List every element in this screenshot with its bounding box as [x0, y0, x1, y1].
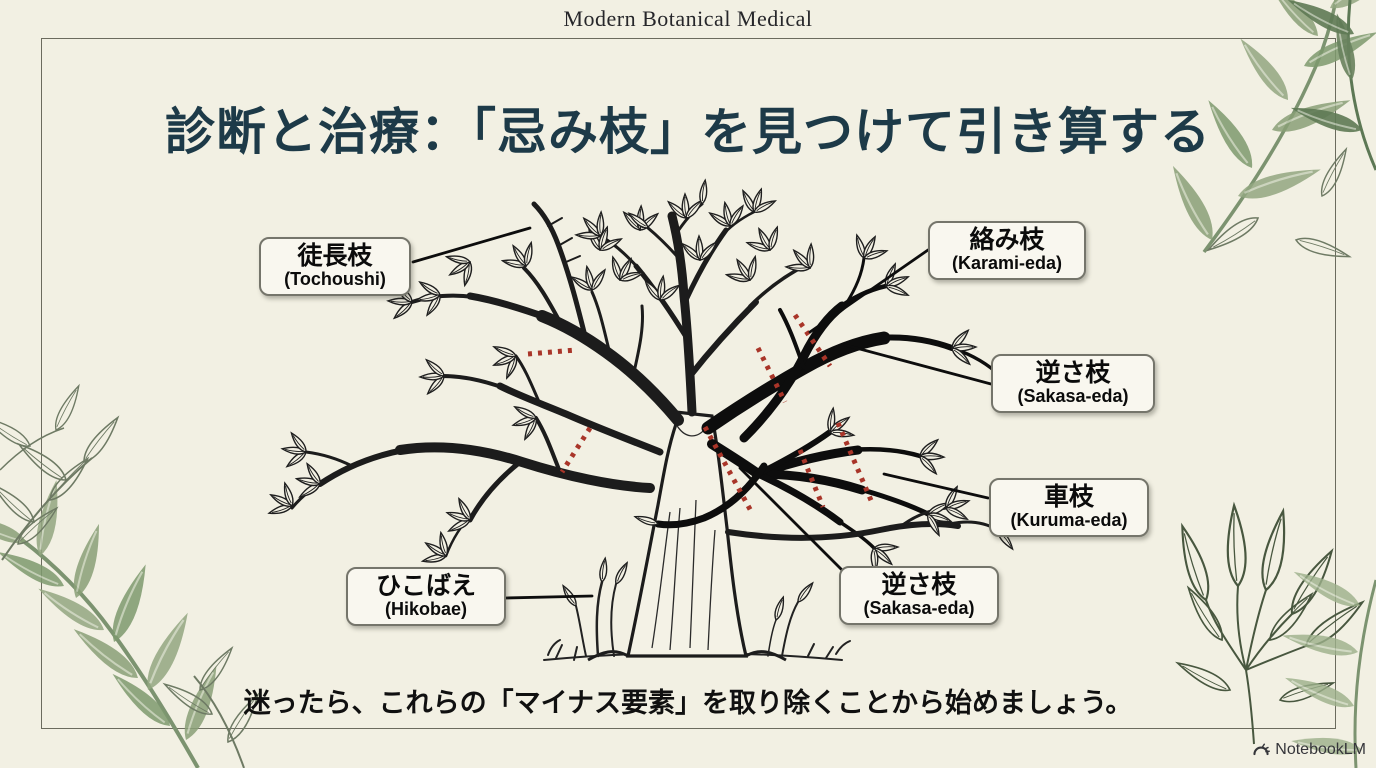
label-kuruma-eda: 車枝 (Kuruma-eda): [989, 478, 1149, 537]
label-karami-eda-romaji: (Karami-eda): [951, 253, 1063, 273]
label-sakasa-eda-lower: 逆さ枝 (Sakasa-eda): [839, 566, 999, 625]
label-kuruma-eda-romaji: (Kuruma-eda): [1010, 510, 1128, 530]
label-tochoushi-jp: 徒長枝: [297, 242, 373, 270]
footer-note: 迷ったら、これらの「マイナス要素」を取り除くことから始めましょう。: [243, 688, 1133, 718]
label-hikobae-romaji: (Hikobae): [384, 599, 467, 619]
label-karami-eda-jp: 絡み枝: [969, 226, 1045, 254]
slide-border-frame: [41, 38, 1336, 729]
notebooklm-logo-text: NotebookLM: [1275, 741, 1366, 758]
label-karami-eda: 絡み枝 (Karami-eda): [928, 221, 1086, 280]
label-hikobae-jp: ひこばえ: [375, 572, 476, 600]
label-tochoushi-romaji: (Tochoushi): [284, 269, 386, 289]
label-sakasa-eda-right-romaji: (Sakasa-eda): [1017, 386, 1129, 406]
label-sakasa-eda-lower-romaji: (Sakasa-eda): [863, 598, 975, 618]
label-kuruma-eda-jp: 車枝: [1043, 483, 1094, 511]
label-sakasa-eda-right-jp: 逆さ枝: [1035, 359, 1111, 387]
label-sakasa-eda-lower-jp: 逆さ枝: [881, 571, 957, 599]
notebooklm-watermark: NotebookLM: [1252, 741, 1366, 759]
page-title: 診断と治療：「忌み枝」を見つけて引き算する: [165, 104, 1211, 160]
label-hikobae: ひこばえ (Hikobae): [346, 567, 506, 626]
notebooklm-logo-icon: [1253, 743, 1271, 756]
label-sakasa-eda-right: 逆さ枝 (Sakasa-eda): [991, 354, 1155, 413]
label-tochoushi: 徒長枝 (Tochoushi): [259, 237, 411, 296]
brand-header: Modern Botanical Medical: [563, 6, 813, 31]
